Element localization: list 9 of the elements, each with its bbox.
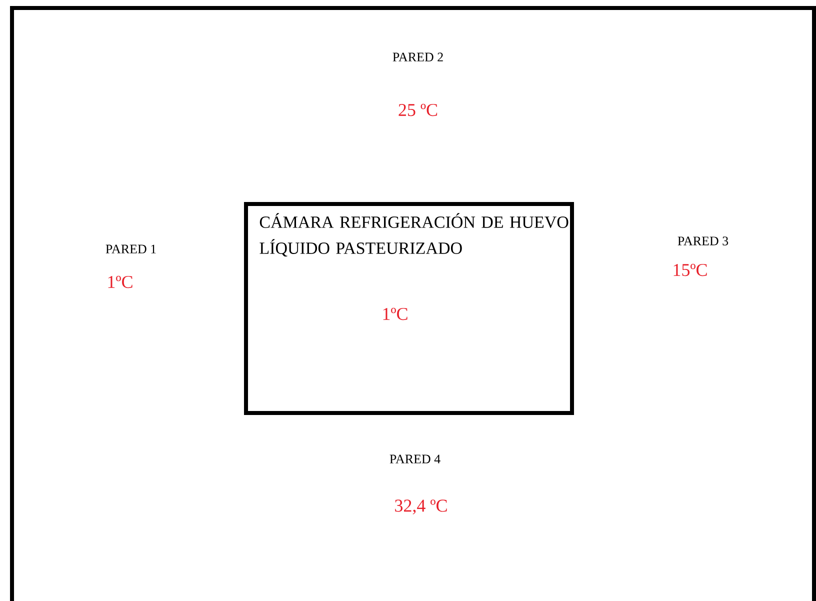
wall-label: PARED 1: [106, 244, 156, 254]
temperature-label: 1ºC: [108, 276, 132, 288]
wall-label: PARED 4: [390, 454, 440, 464]
temperature-label: 32,4 ºC: [395, 500, 447, 514]
wall-label: PARED 2: [392, 52, 443, 62]
wall-label: PARED 3: [678, 236, 728, 246]
chamber-box: CÁMARA REFRIGERACIÓN DE HUEVO LÍQUIDO PASTEURIZADO 1ºC: [244, 202, 574, 415]
temperature-label: 25 ºC: [398, 104, 438, 116]
temperature-label: 15ºC: [674, 264, 707, 276]
